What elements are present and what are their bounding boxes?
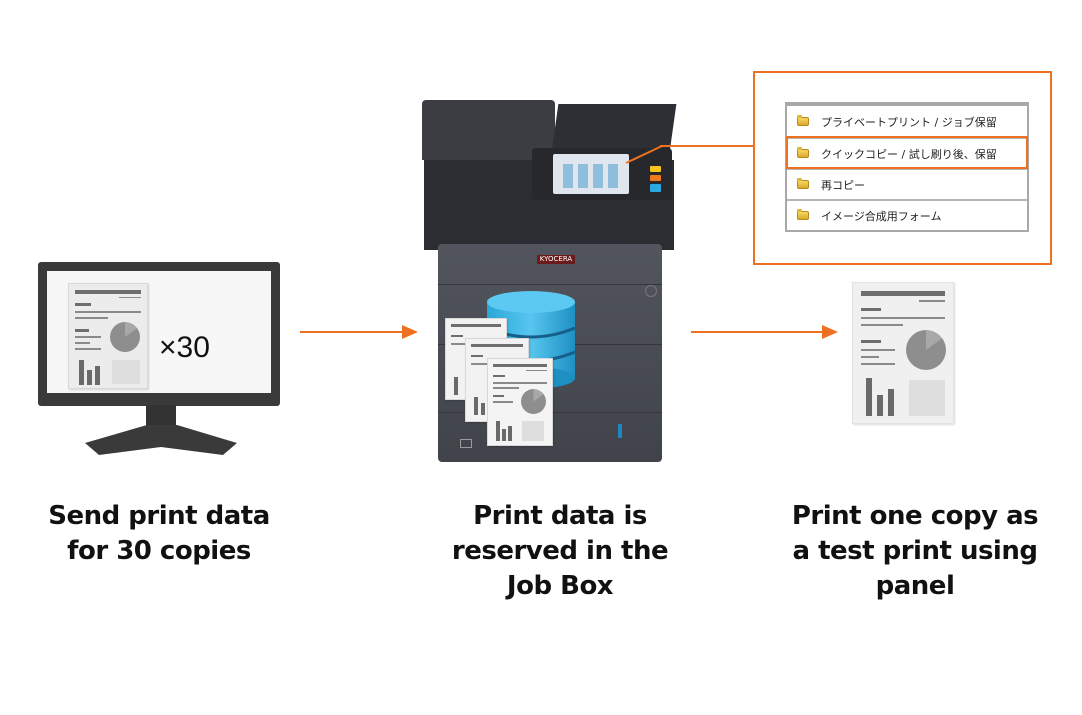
document-icon bbox=[68, 283, 148, 389]
caption-line: Print data is bbox=[473, 501, 647, 531]
step-2-caption: Print data is reserved in the Job Box bbox=[420, 499, 700, 604]
step-1-caption: Send print data for 30 copies bbox=[20, 499, 298, 569]
document-icon bbox=[487, 358, 553, 446]
monitor-base bbox=[85, 425, 237, 455]
caption-line: Print one copy as bbox=[791, 501, 1039, 531]
menu-item-form-overlay[interactable]: イメージ合成用フォーム bbox=[787, 199, 1027, 230]
arrow-right-icon bbox=[402, 325, 418, 339]
monitor-screen: ×30 bbox=[47, 271, 271, 393]
flow-arrow-line bbox=[300, 331, 404, 333]
job-box-menu: プライベートプリント / ジョブ保留 クイックコピー / 試し刷り後、保留 再コ… bbox=[785, 102, 1029, 232]
monitor-icon: ×30 bbox=[38, 262, 280, 406]
arrow-right-icon bbox=[822, 325, 838, 339]
printer-touchscreen bbox=[553, 154, 629, 194]
folder-icon bbox=[797, 209, 809, 220]
document-icon bbox=[852, 282, 954, 424]
folder-icon bbox=[797, 115, 809, 126]
caption-line: reserved in the bbox=[451, 536, 669, 566]
caption-line: a test print using bbox=[792, 536, 1038, 566]
menu-item-label: イメージ合成用フォーム bbox=[821, 209, 942, 223]
copy-count-label: ×30 bbox=[159, 331, 210, 364]
menu-item-quick-copy[interactable]: クイックコピー / 試し刷り後、保留 bbox=[786, 136, 1028, 169]
menu-item-recopy[interactable]: 再コピー bbox=[787, 168, 1027, 199]
menu-item-private-print[interactable]: プライベートプリント / ジョブ保留 bbox=[787, 106, 1027, 137]
monitor-stand bbox=[146, 405, 176, 427]
caption-line: Send print data bbox=[48, 501, 270, 531]
power-icon bbox=[645, 285, 657, 297]
folder-icon bbox=[797, 147, 809, 158]
caption-line: panel bbox=[875, 571, 955, 601]
caption-line: for 30 copies bbox=[67, 536, 251, 566]
brand-logo: KYOCERA bbox=[537, 255, 575, 264]
menu-item-label: クイックコピー / 試し刷り後、保留 bbox=[821, 147, 997, 161]
job-box-callout: プライベートプリント / ジョブ保留 クイックコピー / 試し刷り後、保留 再コ… bbox=[753, 71, 1052, 265]
callout-connector bbox=[660, 145, 754, 147]
menu-item-label: 再コピー bbox=[821, 178, 865, 192]
menu-item-label: プライベートプリント / ジョブ保留 bbox=[821, 115, 997, 129]
folder-icon bbox=[797, 178, 809, 189]
step-3-caption: Print one copy as a test print using pan… bbox=[770, 499, 1060, 604]
flow-arrow-line bbox=[691, 331, 823, 333]
caption-line: Job Box bbox=[506, 571, 614, 601]
callout-connector-diagonal bbox=[625, 145, 663, 164]
